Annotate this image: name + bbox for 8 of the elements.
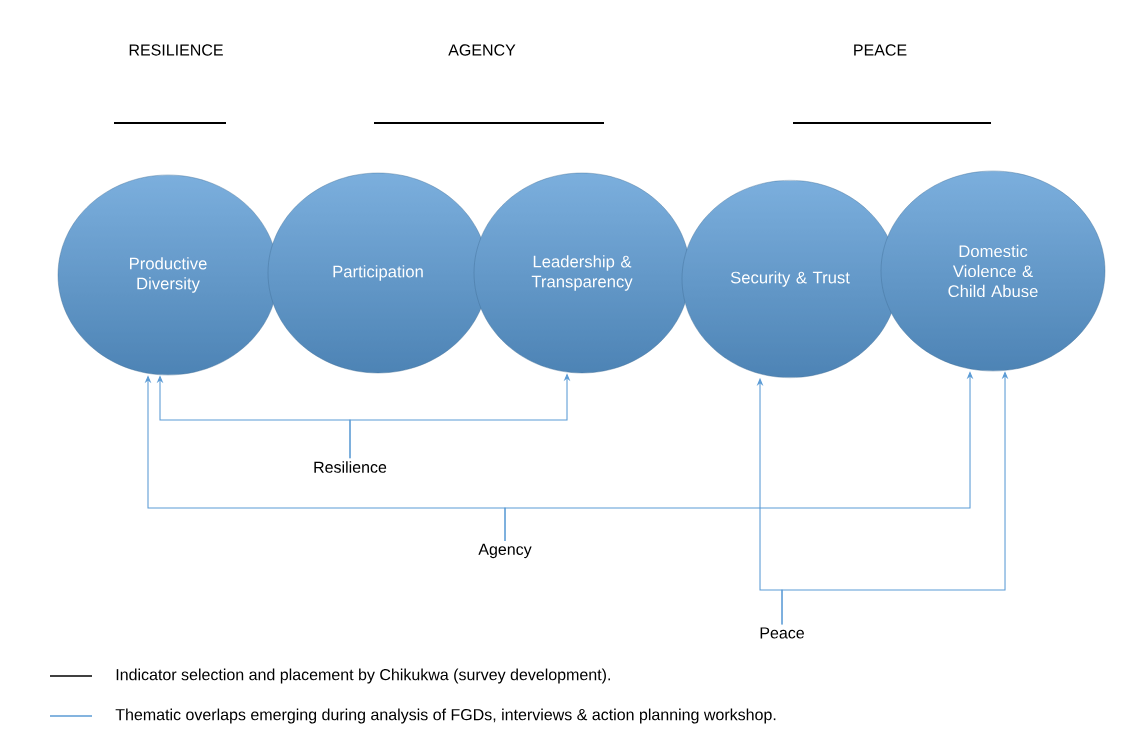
heading: PEACE [854, 44, 907, 56]
heading: RESILIENCE [129, 44, 223, 56]
bracket-label: Resilience [314, 461, 387, 473]
bracket-label: Peace [760, 627, 804, 639]
legend-text: Thematic overlaps emerging during analysis of FGDs, interviews & action planning workshop. [115, 708, 776, 724]
legend-text: Indicator selection and placement by Chikukwa (survey development). [116, 668, 610, 684]
heading: AGENCY [448, 44, 516, 56]
bracket-label: Agency [478, 543, 532, 559]
